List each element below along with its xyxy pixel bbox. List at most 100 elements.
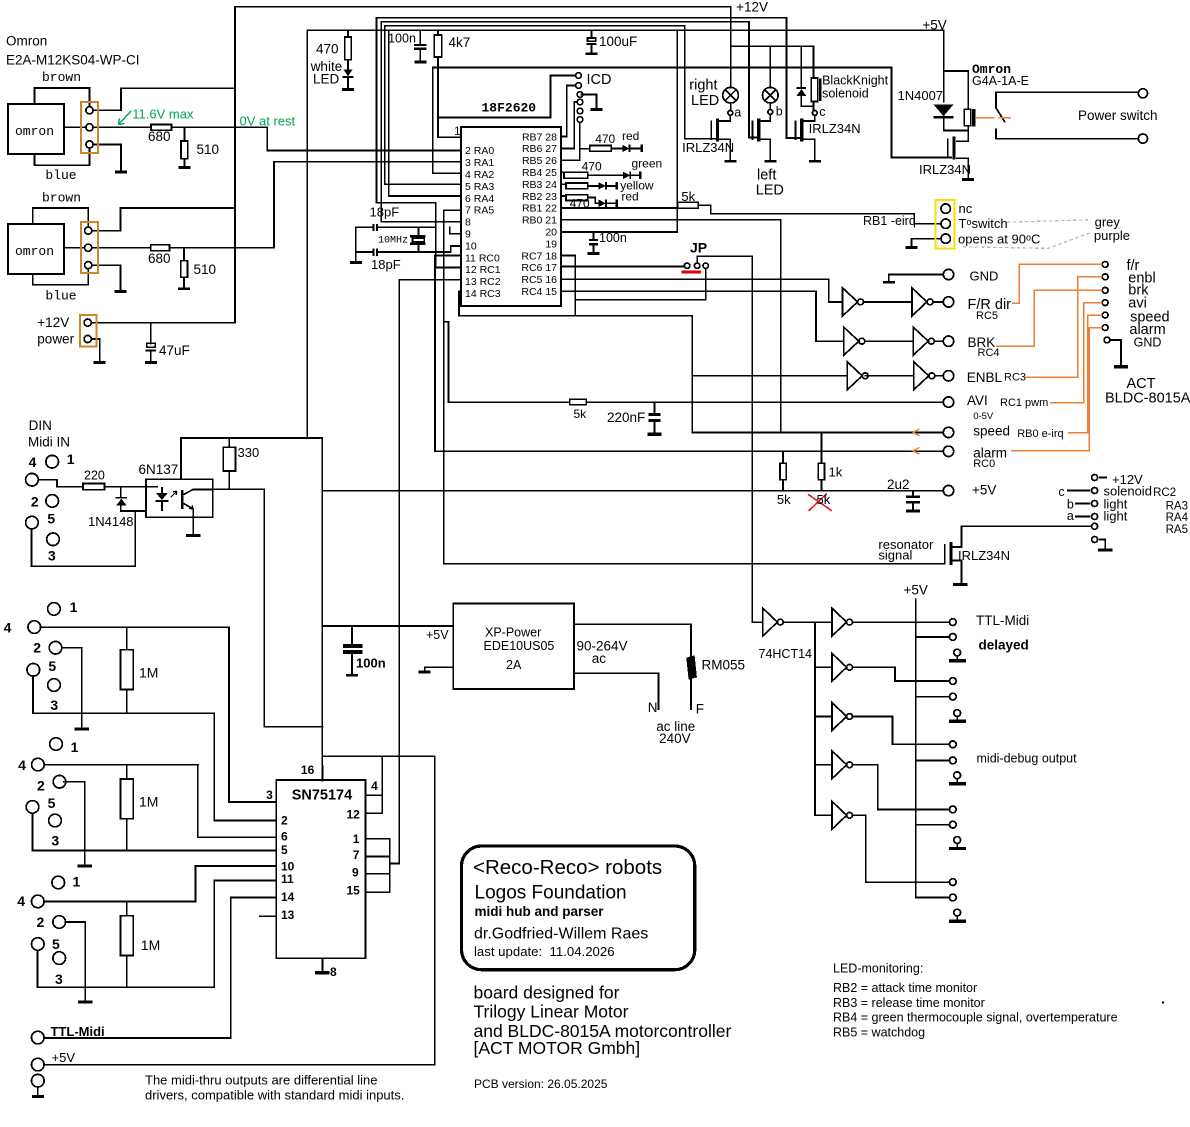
svg-text:1: 1 <box>73 874 81 890</box>
svg-text:3: 3 <box>50 697 58 713</box>
svg-text:330: 330 <box>238 445 260 460</box>
svg-text:6 RA4: 6 RA4 <box>465 193 494 205</box>
svg-text:4: 4 <box>4 620 12 636</box>
svg-text:15: 15 <box>347 884 361 898</box>
svg-text:midi-debug output: midi-debug output <box>977 752 1078 766</box>
svg-text:Trilogy Linear Motor: Trilogy Linear Motor <box>474 1002 629 1022</box>
svg-text:RC2: RC2 <box>1153 487 1176 499</box>
svg-text:1: 1 <box>454 124 461 138</box>
svg-text:220nF: 220nF <box>607 410 645 425</box>
svg-text:11: 11 <box>281 872 294 886</box>
svg-text:IRLZ34N: IRLZ34N <box>958 548 1010 563</box>
svg-text:5k: 5k <box>681 189 695 204</box>
svg-text:18F2620: 18F2620 <box>482 101 537 116</box>
svg-text:a: a <box>734 105 741 119</box>
svg-text:10: 10 <box>465 240 477 252</box>
svg-text:ac line: ac line <box>656 719 695 734</box>
svg-text:Toswitch: Toswitch <box>959 216 1008 231</box>
svg-text:green: green <box>632 157 663 171</box>
svg-text:RB4 25: RB4 25 <box>522 167 557 179</box>
svg-text:3: 3 <box>266 788 273 802</box>
svg-text:AVI: AVI <box>967 393 988 408</box>
svg-text:2: 2 <box>37 914 45 930</box>
svg-text:5: 5 <box>48 795 56 811</box>
svg-text:c: c <box>819 105 825 119</box>
svg-text:GND: GND <box>970 269 999 284</box>
svg-text:1k: 1k <box>829 465 843 480</box>
svg-text:solenoid: solenoid <box>822 87 869 101</box>
svg-text:RB6 27: RB6 27 <box>522 143 557 155</box>
svg-text:last update: 11.04.2026: last update: 11.04.2026 <box>474 944 615 959</box>
svg-text:JP: JP <box>690 240 707 256</box>
svg-text:ACT: ACT <box>1127 376 1156 392</box>
svg-text:RB1 22: RB1 22 <box>522 203 557 215</box>
svg-text:1: 1 <box>67 451 75 467</box>
svg-text:4: 4 <box>18 757 26 773</box>
svg-text:2A: 2A <box>506 658 522 672</box>
svg-text:brown: brown <box>42 191 81 206</box>
svg-text:3: 3 <box>55 971 63 987</box>
svg-text:Omron: Omron <box>6 34 47 49</box>
svg-text:RA5: RA5 <box>1166 524 1188 536</box>
svg-text:delayed: delayed <box>979 638 1029 653</box>
svg-text:N: N <box>648 700 658 715</box>
svg-text:RB4 = green thermocouple signa: RB4 = green thermocouple signal, overtem… <box>833 1011 1118 1025</box>
svg-text:0V at rest: 0V at rest <box>240 114 296 129</box>
svg-text:left: left <box>757 168 776 184</box>
svg-text:RA3: RA3 <box>1166 501 1188 513</box>
svg-text:b: b <box>1067 498 1074 512</box>
svg-text:4: 4 <box>29 454 37 470</box>
svg-text:470: 470 <box>316 42 339 57</box>
svg-text:RC0: RC0 <box>973 458 995 470</box>
svg-text:5k: 5k <box>777 492 791 507</box>
svg-text:14 RC3: 14 RC3 <box>465 288 501 300</box>
svg-text:SN75174: SN75174 <box>292 788 352 804</box>
svg-text:7 RA5: 7 RA5 <box>465 205 494 217</box>
svg-text:nc: nc <box>959 201 973 216</box>
svg-text:speed: speed <box>973 424 1010 439</box>
svg-text:1N4007: 1N4007 <box>898 88 944 103</box>
svg-text:10: 10 <box>281 860 295 874</box>
svg-text:omron: omron <box>15 244 54 259</box>
svg-text:RC3: RC3 <box>1004 372 1026 384</box>
svg-text:RB3 24: RB3 24 <box>522 179 557 191</box>
svg-text:GND: GND <box>1134 336 1162 350</box>
svg-text:2: 2 <box>33 640 41 656</box>
svg-text:8: 8 <box>330 965 337 979</box>
svg-text:IRLZ34N: IRLZ34N <box>682 140 734 155</box>
svg-text:9: 9 <box>465 229 471 241</box>
svg-text:20: 20 <box>545 227 557 239</box>
svg-text:74HCT14: 74HCT14 <box>759 647 813 661</box>
svg-text:ac: ac <box>592 651 607 666</box>
svg-text:RB2 23: RB2 23 <box>522 191 557 203</box>
svg-text:19: 19 <box>545 238 557 250</box>
svg-text:+12V: +12V <box>1112 472 1143 487</box>
svg-text:BlackKnight: BlackKnight <box>822 74 889 88</box>
svg-text:2: 2 <box>31 494 39 510</box>
svg-text:1: 1 <box>71 739 79 755</box>
svg-text:1M: 1M <box>139 794 158 810</box>
svg-text:XP-Power: XP-Power <box>485 626 541 640</box>
svg-text:opens at 90oC: opens at 90oC <box>958 232 1040 247</box>
svg-text:5k: 5k <box>574 407 588 421</box>
svg-text:f/r: f/r <box>1127 258 1140 274</box>
svg-text:speed: speed <box>1130 310 1170 326</box>
svg-text:220: 220 <box>84 469 105 483</box>
svg-text:midi hub and parser: midi hub and parser <box>475 904 605 919</box>
svg-text:510: 510 <box>197 142 220 157</box>
svg-text:RC4 15: RC4 15 <box>521 286 557 298</box>
svg-text:grey: grey <box>1095 215 1121 230</box>
svg-text:1M: 1M <box>141 937 160 953</box>
svg-text:LED: LED <box>691 93 719 109</box>
svg-text:BLDC-8015A: BLDC-8015A <box>1105 391 1190 407</box>
svg-text:1M: 1M <box>139 665 158 681</box>
svg-text:5: 5 <box>47 511 55 527</box>
svg-text:RA4: RA4 <box>1166 512 1189 524</box>
svg-text:13 RC2: 13 RC2 <box>465 276 501 288</box>
svg-text:RB3 = release time monitor: RB3 = release time monitor <box>833 996 985 1010</box>
svg-text:1: 1 <box>353 832 360 846</box>
svg-text:avi: avi <box>1128 296 1147 312</box>
svg-text:6N137: 6N137 <box>139 462 179 477</box>
svg-text:14: 14 <box>281 890 295 904</box>
svg-text:0-5V: 0-5V <box>973 411 994 422</box>
